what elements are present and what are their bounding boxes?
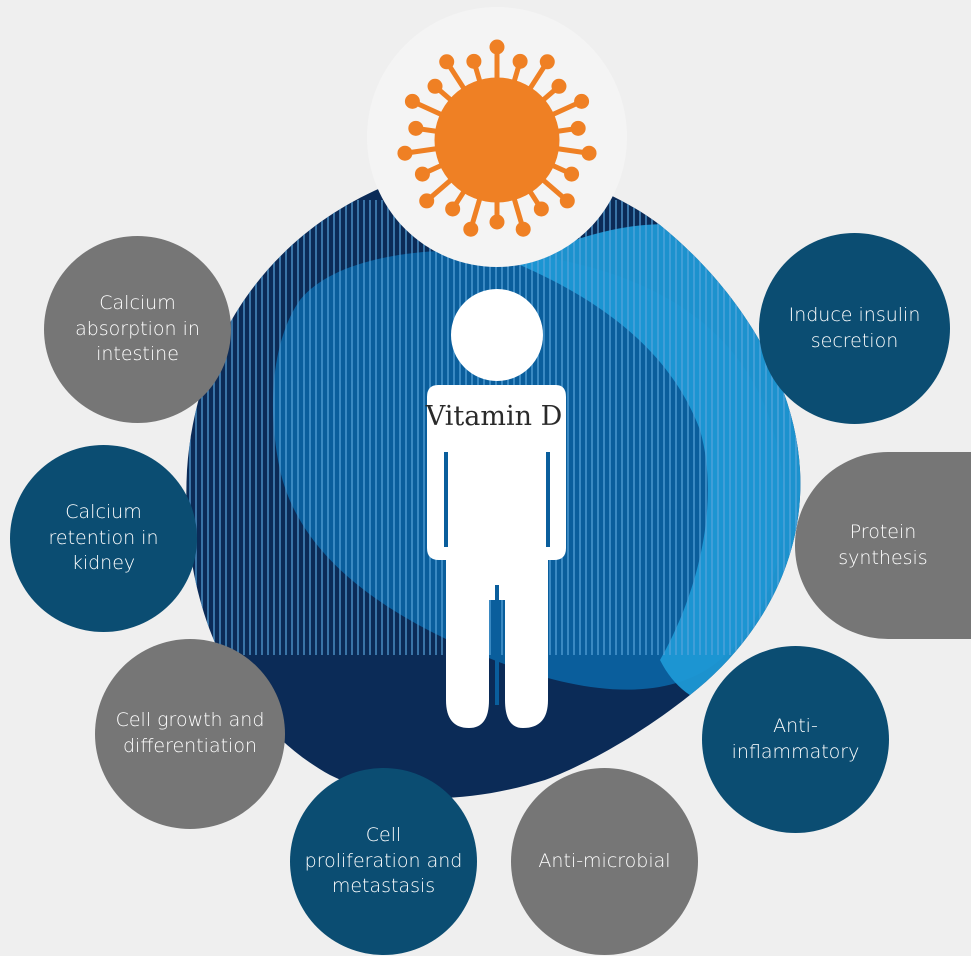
virus-spike-knob — [564, 166, 580, 182]
light-blue-shape — [520, 224, 801, 705]
virus-icon — [397, 39, 597, 237]
virus-spike-knob — [489, 214, 505, 230]
virus-spike-knob — [463, 221, 479, 237]
bubble-line: proliferation and — [304, 849, 463, 872]
bubble-line: Calcium — [99, 292, 176, 315]
person-icon — [427, 289, 566, 728]
bubble-line: Cell — [365, 824, 402, 847]
virus-spike-knob — [551, 78, 567, 94]
virus-badge — [367, 7, 627, 267]
anti-inflammatory-bubble: Anti- inflammatory — [702, 646, 889, 833]
cell-proliferation-bubble: Cell proliferation and metastasis — [290, 768, 477, 955]
virus-spike-knob — [539, 54, 555, 70]
virus-spike-knob — [427, 78, 443, 94]
virus-spike-knob — [512, 53, 528, 69]
bubble-line: secretion — [810, 329, 899, 352]
virus-spike-knob — [515, 221, 531, 237]
insulin-secretion-bubble: Induce insulin secretion — [759, 233, 950, 424]
virus-spike-knob — [559, 193, 575, 209]
virus-spike-knob — [466, 53, 482, 69]
bubble-line: kidney — [71, 552, 136, 575]
bubble-line: Induce insulin — [788, 303, 921, 326]
bubble-line: Anti-microbial — [538, 849, 671, 872]
virus-spike-knob — [414, 166, 430, 182]
virus-spike-knob — [533, 201, 549, 217]
virus-spike-knob — [439, 54, 455, 70]
virus-spike-knob — [489, 39, 505, 55]
virus-spike-knob — [404, 93, 420, 109]
bubble-line: Protein — [849, 520, 917, 543]
protein-synthesis-bubble: Protein synthesis — [795, 452, 971, 639]
virus-spike-knob — [581, 145, 597, 161]
bubble-line: absorption in — [75, 317, 200, 340]
virus-spike-knob — [574, 93, 590, 109]
bubble-line: metastasis — [331, 875, 436, 898]
cell-growth-bubble: Cell growth and differentiation — [95, 639, 285, 829]
bubble-line: Cell growth and — [115, 709, 265, 732]
anti-microbial-bubble: Anti-microbial — [511, 768, 698, 955]
bubble-line: synthesis — [838, 546, 928, 569]
bubble-line: intestine — [96, 343, 179, 366]
virus-spike-knob — [570, 120, 586, 136]
virus-spike-knob — [408, 120, 424, 136]
virus-spike-knob — [445, 201, 461, 217]
bubble-line: Anti- — [773, 714, 818, 737]
bubble-line: inflammatory — [731, 740, 860, 763]
bubble-line: retention in — [48, 526, 159, 549]
center-label: Vitamin D — [425, 401, 563, 432]
virus-core — [434, 77, 560, 203]
calcium-retention-bubble: Calcium retention in kidney — [10, 445, 197, 632]
virus-spike-knob — [397, 145, 413, 161]
calcium-absorption-bubble: Calcium absorption in intestine — [44, 236, 231, 423]
virus-spike-knob — [419, 193, 435, 209]
bubble-line: Calcium — [65, 501, 142, 524]
bubble-line: differentiation — [122, 735, 257, 757]
